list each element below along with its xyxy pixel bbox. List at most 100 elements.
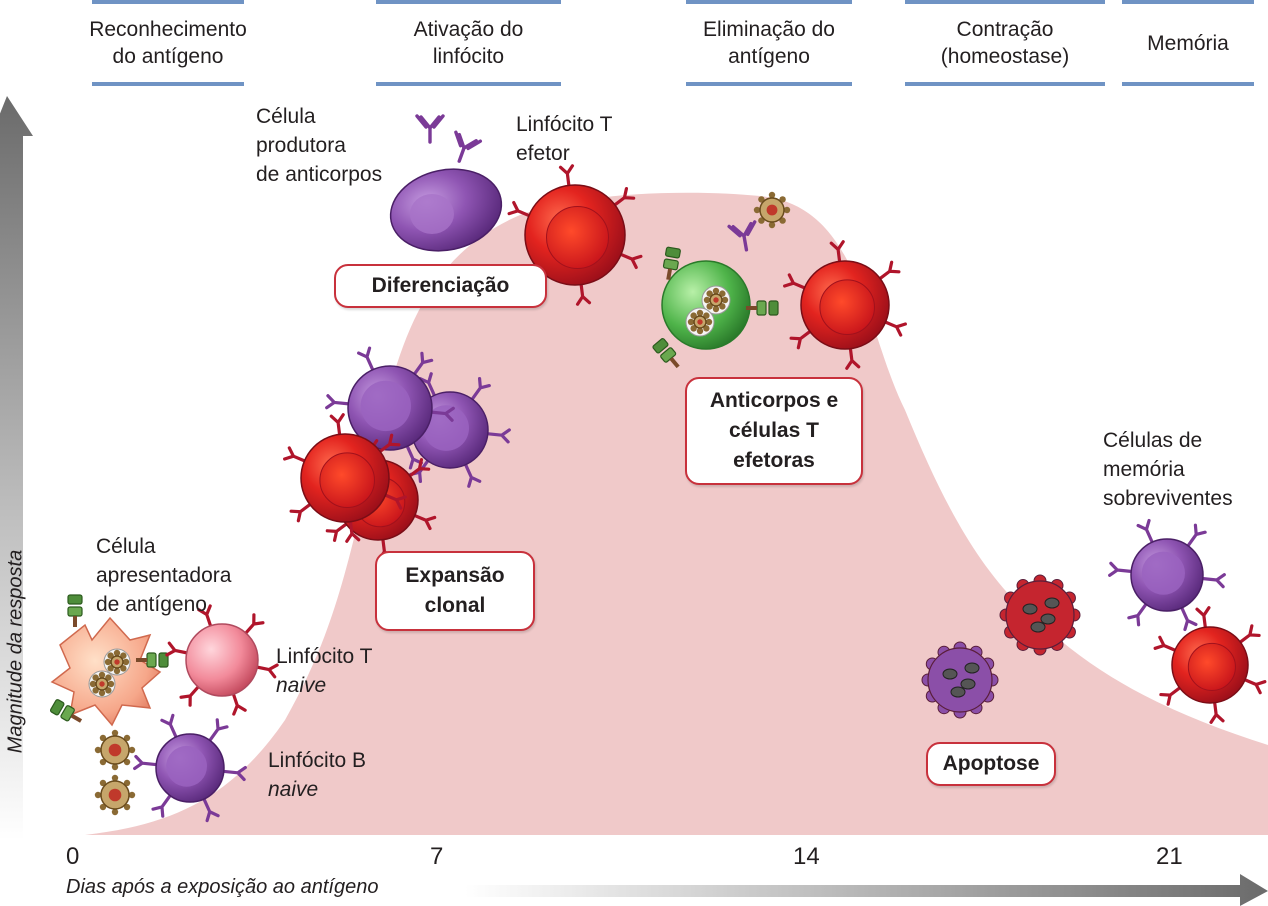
- label-antibody-producing-cell: Célula produtora de anticorpos: [256, 105, 383, 186]
- virus-core-icon: [766, 204, 778, 216]
- virus-icon: [94, 774, 136, 816]
- mhc-icon: [664, 246, 681, 259]
- mhc-icon: [67, 606, 83, 617]
- expanding-t-cell-icon: [283, 413, 407, 543]
- label-antigen-presenting-cell: Célula apresentadora de antígeno: [96, 535, 232, 616]
- fragment-icon: [950, 686, 966, 698]
- receptor-icon: [1185, 523, 1207, 549]
- mhc-icon: [768, 300, 779, 316]
- b-cell-nucleus-icon: [1141, 551, 1185, 595]
- virus-spike-icon: [113, 667, 121, 675]
- virus-core-icon: [697, 319, 703, 325]
- receptor-icon: [220, 765, 247, 782]
- virus-spike-icon: [768, 221, 776, 229]
- phase-label: Contração (homeostase): [940, 18, 1070, 68]
- receptor-icon: [357, 346, 376, 374]
- receptor-icon: [325, 521, 350, 542]
- mhc-molecule-icon: [136, 652, 169, 668]
- box-clonal-expansion: Expansão clonal: [375, 551, 535, 631]
- antibody-icon: [415, 114, 445, 144]
- virus-spike-icon: [687, 318, 695, 326]
- virus-spike-icon: [696, 309, 704, 317]
- virus-spike-icon: [94, 746, 102, 754]
- cells-group: [49, 114, 1267, 823]
- x-tick-7: 7: [430, 843, 444, 870]
- virus-spike-icon: [98, 671, 106, 679]
- receptor-icon: [845, 345, 861, 370]
- fragment-icon: [1044, 597, 1060, 609]
- fragment-icon: [960, 678, 976, 690]
- virus-spike-icon: [712, 287, 720, 295]
- b-cell-nucleus-icon: [166, 745, 208, 787]
- receptor-icon: [1153, 635, 1179, 653]
- naive-t-body-icon: [185, 623, 259, 697]
- free-antibody-icon: [727, 220, 757, 252]
- label-naive-t-line2: naive: [276, 674, 327, 697]
- phagocyte-icon: [661, 260, 751, 350]
- x-tick-14: 14: [793, 843, 820, 870]
- receptor-icon: [1127, 601, 1149, 627]
- receptor-icon: [882, 319, 907, 337]
- virus-spike-icon: [111, 774, 119, 782]
- receptor-icon: [463, 461, 482, 488]
- receptor-icon: [151, 792, 173, 818]
- receptor-icon: [283, 446, 308, 464]
- receptor-icon: [1195, 606, 1211, 631]
- receptor-icon: [329, 413, 345, 438]
- free-antigen-icon: [753, 191, 791, 229]
- memory-b-cell-icon: [1108, 518, 1226, 632]
- virus-spike-icon: [98, 689, 106, 697]
- apoptotic-b-cell-icon: [921, 641, 999, 719]
- virus-core-icon: [108, 743, 122, 757]
- x-tick-0: 0: [66, 843, 80, 870]
- secreted-antibody-icon: [415, 114, 445, 144]
- virus-spike-icon: [107, 680, 115, 688]
- antigen-icon: [89, 671, 115, 697]
- receptor-icon: [876, 260, 901, 282]
- antibody-icon: [727, 220, 757, 252]
- virus-spike-icon: [89, 680, 97, 688]
- receptor-icon: [231, 690, 247, 716]
- phase-label: Reconhecimento do antígeno: [89, 18, 247, 68]
- receptor-icon: [469, 377, 491, 403]
- engulfed-antigen-icon: [703, 287, 729, 313]
- fragment-icon: [1022, 603, 1038, 615]
- virus-core-icon: [99, 681, 105, 687]
- receptor-icon: [783, 273, 808, 291]
- receptor-icon: [253, 663, 279, 679]
- receptor-icon: [160, 713, 179, 741]
- receptor-icon: [1237, 624, 1261, 645]
- x-axis-label: Dias após a exposição ao antígeno: [66, 876, 379, 898]
- plasma-cell-nucleus-icon: [410, 194, 454, 234]
- virus-spike-icon: [712, 305, 720, 313]
- fragment-icon: [1040, 613, 1056, 625]
- phase-label: Eliminação do antígeno: [703, 18, 835, 68]
- x-tick-21: 21: [1156, 843, 1183, 870]
- receptor-icon: [1136, 518, 1155, 546]
- receptor-icon: [1241, 677, 1267, 695]
- apoptotic-body-icon: [1005, 580, 1075, 650]
- phase-label: Memória: [1147, 31, 1229, 55]
- receptor-icon: [201, 795, 220, 823]
- virus-spike-icon: [705, 318, 713, 326]
- virus-spike-icon: [122, 658, 130, 666]
- virus-spike-icon: [113, 649, 121, 657]
- phase-lymphocyte-activation: Ativação do linfócito: [376, 0, 561, 86]
- virus-spike-icon: [128, 746, 136, 754]
- virus-spike-icon: [111, 729, 119, 737]
- virus-spike-icon: [104, 658, 112, 666]
- phase-antigen-recognition: Reconhecimento do antígeno: [89, 0, 247, 86]
- b-cell-nucleus-icon: [360, 380, 411, 432]
- label-naive-b-line1: Linfócito B: [268, 749, 367, 772]
- box-differentiation: Diferenciação: [334, 264, 547, 308]
- receptor-icon: [1159, 685, 1183, 706]
- apoptotic-body-icon: [927, 647, 993, 713]
- receptor-icon: [289, 501, 314, 523]
- label-effector-t-cell: Linfócito T efetor: [516, 113, 613, 165]
- antibody-icon: [454, 130, 483, 163]
- secreted-antibody-icon: [454, 130, 483, 163]
- virus-spike-icon: [94, 791, 102, 799]
- antigen-icon: [104, 649, 130, 675]
